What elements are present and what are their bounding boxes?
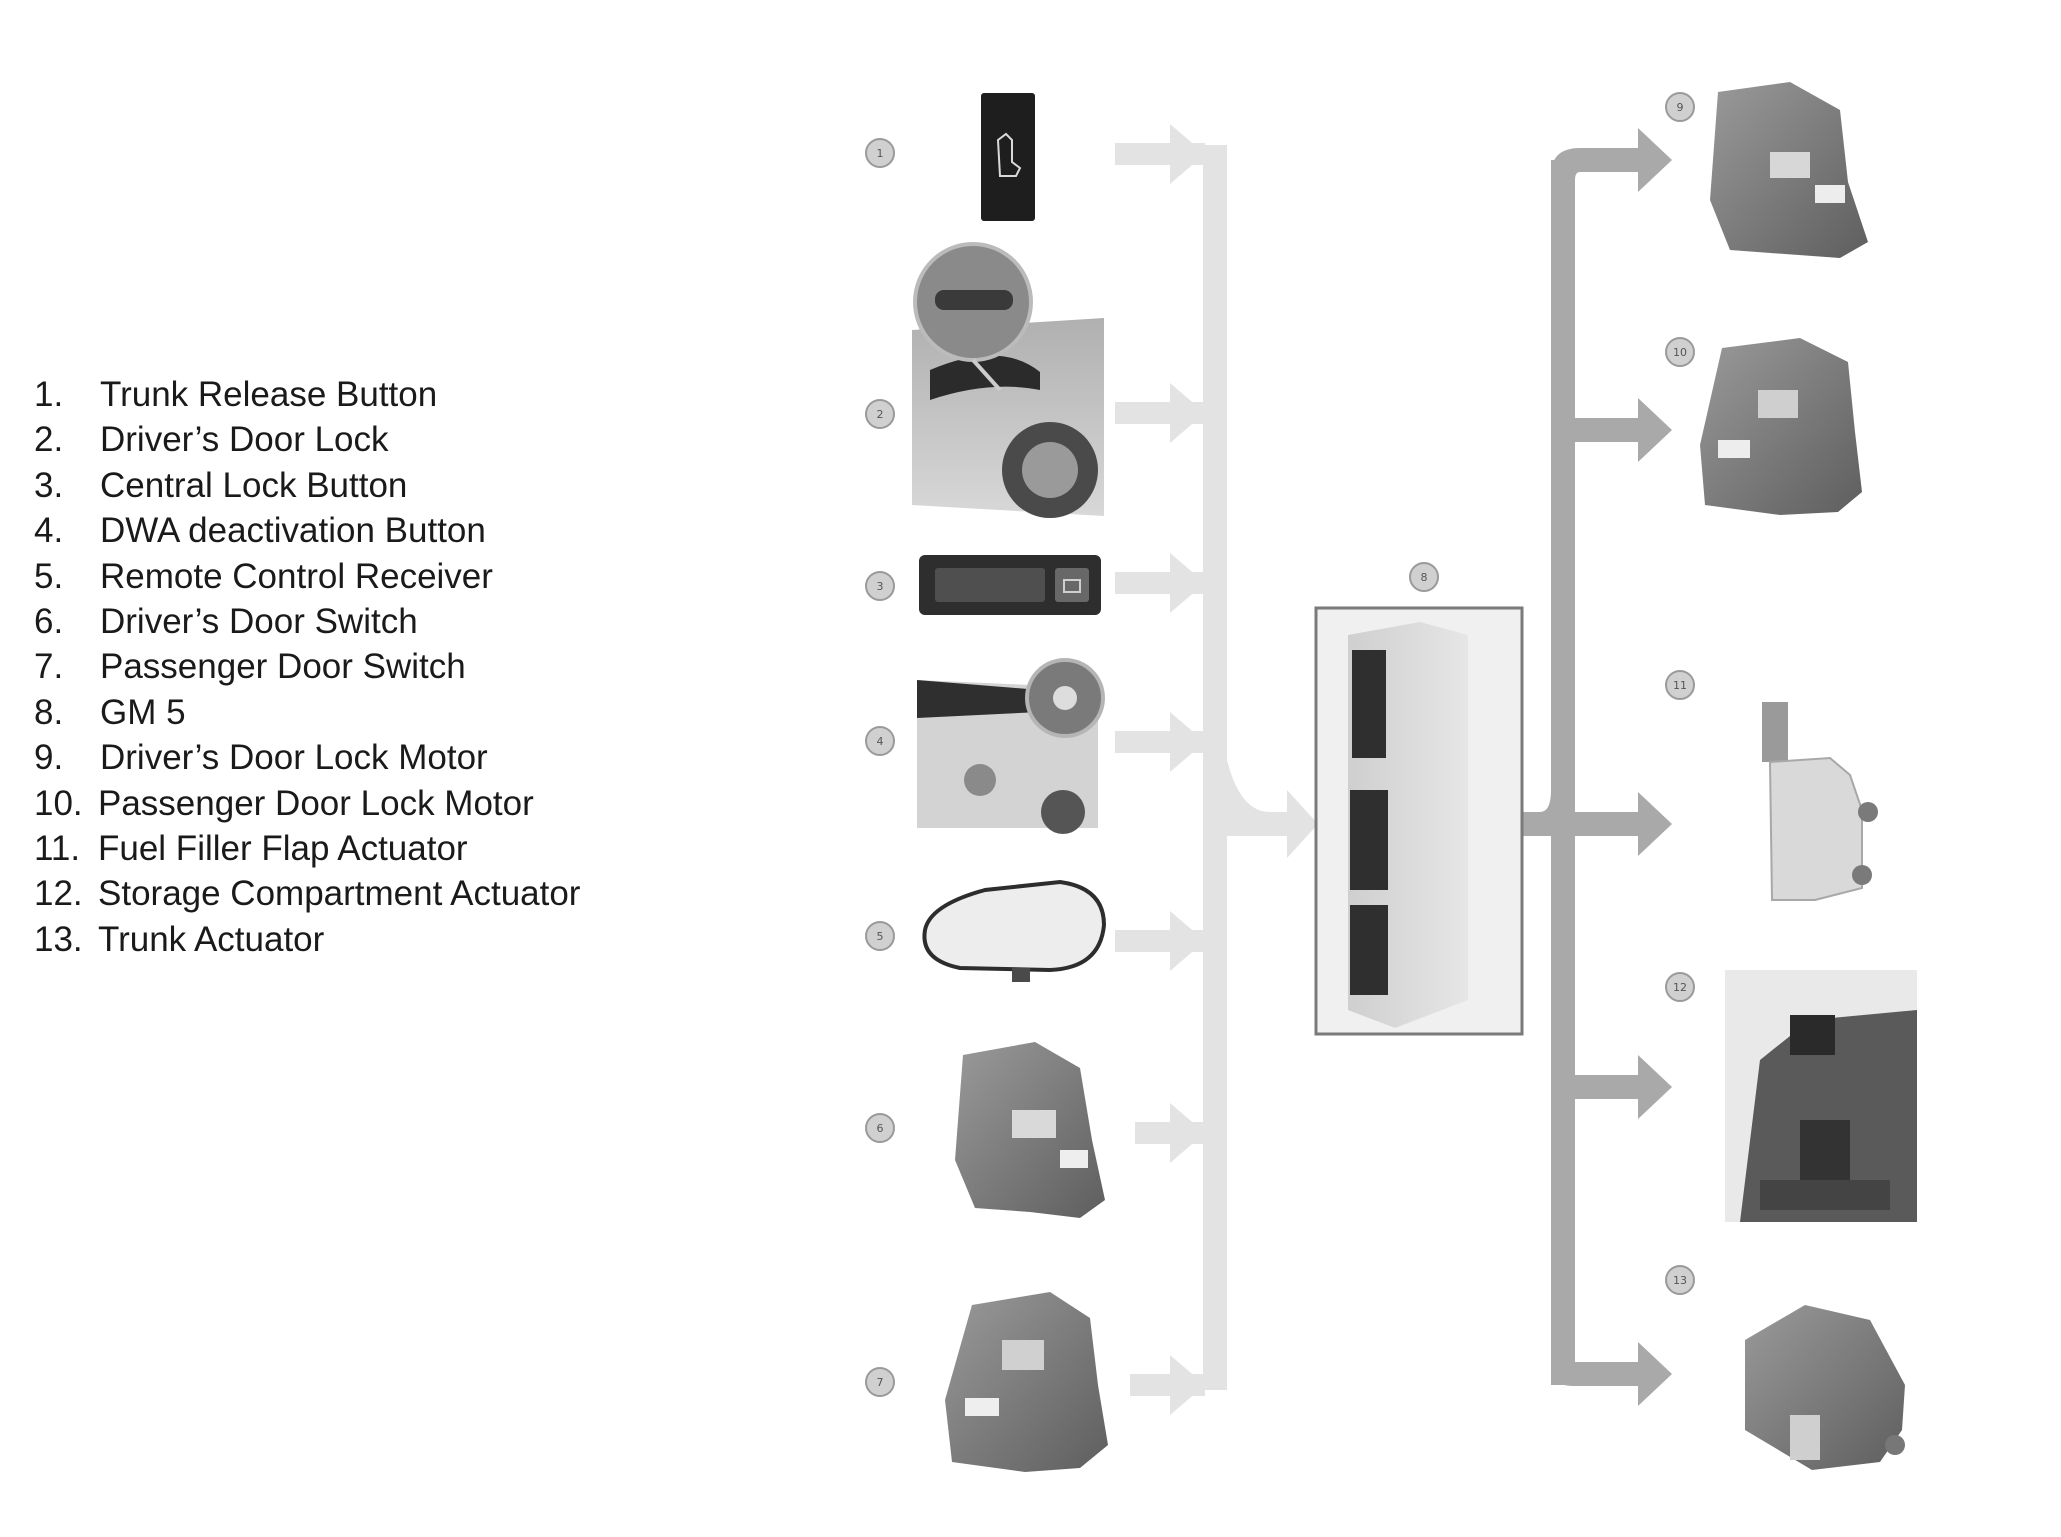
drivers-door-lock-image	[912, 242, 1104, 518]
input-arrow-2	[1115, 383, 1205, 443]
svg-text:3: 3	[877, 580, 884, 593]
svg-text:12: 12	[1673, 981, 1687, 994]
legend-item: 12.Storage Compartment Actuator	[34, 874, 581, 914]
legend-item: 4.DWA deactivation Button	[34, 511, 486, 551]
output-arrow-10	[1575, 398, 1672, 462]
badge-12: 12	[1665, 972, 1695, 1002]
badge-2: 2	[865, 399, 895, 429]
dwa-deactivation-button-image	[917, 658, 1105, 834]
input-arrow-to-module	[1227, 790, 1318, 858]
badge-5: 5	[865, 921, 895, 951]
legend-item: 13.Trunk Actuator	[34, 919, 325, 959]
input-arrow-3	[1115, 553, 1205, 613]
badge-3: 3	[865, 571, 895, 601]
svg-text:9: 9	[1677, 101, 1684, 114]
legend-item: 6.Driver’s Door Switch	[34, 602, 418, 642]
svg-text:4: 4	[877, 735, 884, 748]
legend-item: 8.GM 5	[34, 692, 186, 732]
input-arrow-7	[1130, 1355, 1205, 1415]
badge-8: 8	[1409, 562, 1439, 592]
svg-text:1: 1	[877, 147, 884, 160]
remote-control-receiver-image	[922, 879, 1107, 982]
legend-item: 5.Remote Control Receiver	[34, 556, 493, 596]
svg-text:10: 10	[1673, 346, 1687, 359]
legend-item: 11.Fuel Filler Flap Actuator	[34, 829, 468, 869]
badge-9: 9	[1665, 92, 1695, 122]
passenger-door-lock-motor-image	[1700, 338, 1862, 515]
svg-text:13: 13	[1673, 1274, 1687, 1287]
legend-item: 7.Passenger Door Switch	[34, 647, 466, 687]
badge-4: 4	[865, 726, 895, 756]
output-arrow-9	[1551, 128, 1672, 192]
output-signal-bus	[1522, 160, 1575, 1385]
svg-text:11: 11	[1673, 679, 1687, 692]
badge-6: 6	[865, 1113, 895, 1143]
input-signal-bus	[1203, 145, 1270, 1390]
legend-item: 10.Passenger Door Lock Motor	[34, 783, 534, 823]
legend-item: 2.Driver’s Door Lock	[34, 420, 389, 460]
legend-item: 9.Driver’s Door Lock Motor	[34, 738, 488, 778]
input-arrow-1	[1115, 124, 1205, 184]
output-arrow-12	[1575, 1055, 1672, 1119]
input-arrow-4	[1115, 712, 1205, 772]
svg-text:8: 8	[1421, 571, 1428, 584]
drivers-door-lock-motor-image	[1710, 82, 1868, 258]
input-arrow-5	[1115, 911, 1205, 971]
output-arrow-11	[1575, 792, 1672, 856]
trunk-release-button-image	[981, 93, 1035, 221]
storage-compartment-actuator-image	[1725, 970, 1917, 1222]
fuel-filler-flap-actuator-image	[1762, 702, 1878, 901]
svg-text:7: 7	[877, 1376, 884, 1389]
badge-7: 7	[865, 1367, 895, 1397]
svg-text:6: 6	[877, 1122, 884, 1135]
legend-item: 1.Trunk Release Button	[34, 375, 438, 414]
component-legend: 1.Trunk Release Button 2.Driver’s Door L…	[34, 372, 580, 962]
central-lock-button-image	[919, 555, 1101, 615]
gm5-control-module	[1314, 606, 1524, 1036]
output-stub-from-module	[1522, 812, 1562, 836]
badge-10: 10	[1665, 337, 1695, 367]
passenger-door-switch-image	[945, 1292, 1108, 1472]
trunk-actuator-image	[1745, 1305, 1905, 1470]
badge-13: 13	[1665, 1265, 1695, 1295]
badge-11: 11	[1665, 670, 1695, 700]
output-arrow-13	[1551, 1342, 1672, 1406]
svg-text:2: 2	[877, 408, 884, 421]
drivers-door-switch-image	[955, 1042, 1105, 1218]
input-arrow-6	[1135, 1103, 1205, 1163]
legend-item: 3.Central Lock Button	[34, 465, 408, 505]
badge-1: 1	[865, 138, 895, 168]
svg-text:5: 5	[877, 930, 884, 943]
